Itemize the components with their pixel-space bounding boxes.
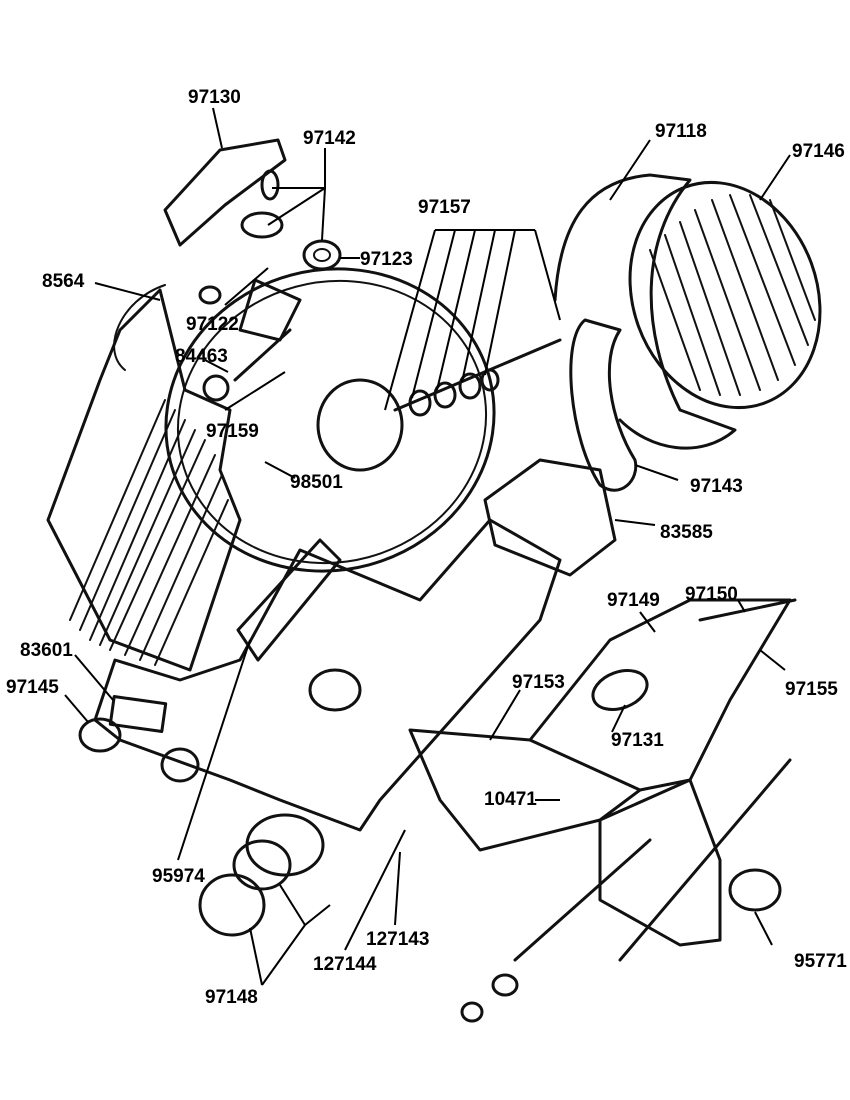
power-cord: [113, 284, 166, 371]
nut: [460, 1001, 484, 1023]
blade-disc: [164, 267, 496, 573]
rod-end-knob: [728, 868, 782, 912]
label-97146: 97146: [792, 141, 845, 162]
label-83585: 83585: [660, 522, 713, 543]
pusher-arm: [528, 598, 792, 792]
label-95771: 95771: [794, 951, 847, 972]
label-127144: 127144: [313, 954, 377, 975]
fan-cover: [628, 180, 822, 410]
label-97122: 97122: [186, 314, 239, 335]
label-97159: 97159: [206, 421, 259, 442]
rear-housing-grill: [46, 288, 242, 672]
label-97150: 97150: [685, 584, 738, 605]
pusher-rod-top: [698, 598, 797, 622]
label-97130: 97130: [188, 87, 241, 108]
label-97123: 97123: [360, 249, 413, 270]
label-98501: 98501: [290, 472, 343, 493]
label-97145: 97145: [6, 677, 59, 698]
part-labels: 97130 97142 97118 97146 97157 97123 8564…: [6, 87, 847, 1008]
carriage-rod-1: [513, 838, 652, 962]
label-127143: 127143: [366, 929, 429, 950]
label-97148: 97148: [205, 987, 258, 1008]
base-knob: [308, 668, 362, 712]
spacer-rings: [393, 338, 562, 417]
label-97153: 97153: [512, 672, 565, 693]
front-foot-mid: [160, 747, 200, 783]
fan-cover-slots: [649, 194, 816, 396]
label-97157: 97157: [418, 197, 471, 218]
front-foot-left: [78, 717, 122, 753]
top-cover: [163, 138, 287, 247]
carriage-base: [598, 778, 722, 947]
label-83601: 83601: [20, 640, 73, 661]
base-body: [93, 518, 562, 832]
label-97118: 97118: [655, 121, 707, 142]
label-10471: 10471: [484, 789, 537, 810]
label-97149: 97149: [607, 590, 660, 611]
drive-belt: [569, 318, 638, 492]
label-97131: 97131: [611, 730, 664, 751]
slicer-illustration: [46, 138, 822, 1023]
blade-hub: [316, 378, 404, 472]
motor-housing: [553, 173, 737, 450]
knob-assembly: [198, 169, 342, 402]
label-8564: 8564: [42, 271, 85, 292]
spring: [491, 973, 519, 997]
label-97143: 97143: [690, 476, 743, 497]
motor: [483, 458, 617, 577]
leader-lines: [64, 107, 791, 986]
slide-rail: [236, 538, 342, 662]
label-95974: 95974: [152, 866, 205, 887]
thickness-knob: [198, 813, 325, 937]
label-97142: 97142: [303, 128, 356, 149]
pusher-handle: [591, 669, 649, 711]
label-84463: 84463: [175, 346, 228, 367]
label-97155: 97155: [785, 679, 838, 700]
switch-block: [108, 695, 168, 733]
